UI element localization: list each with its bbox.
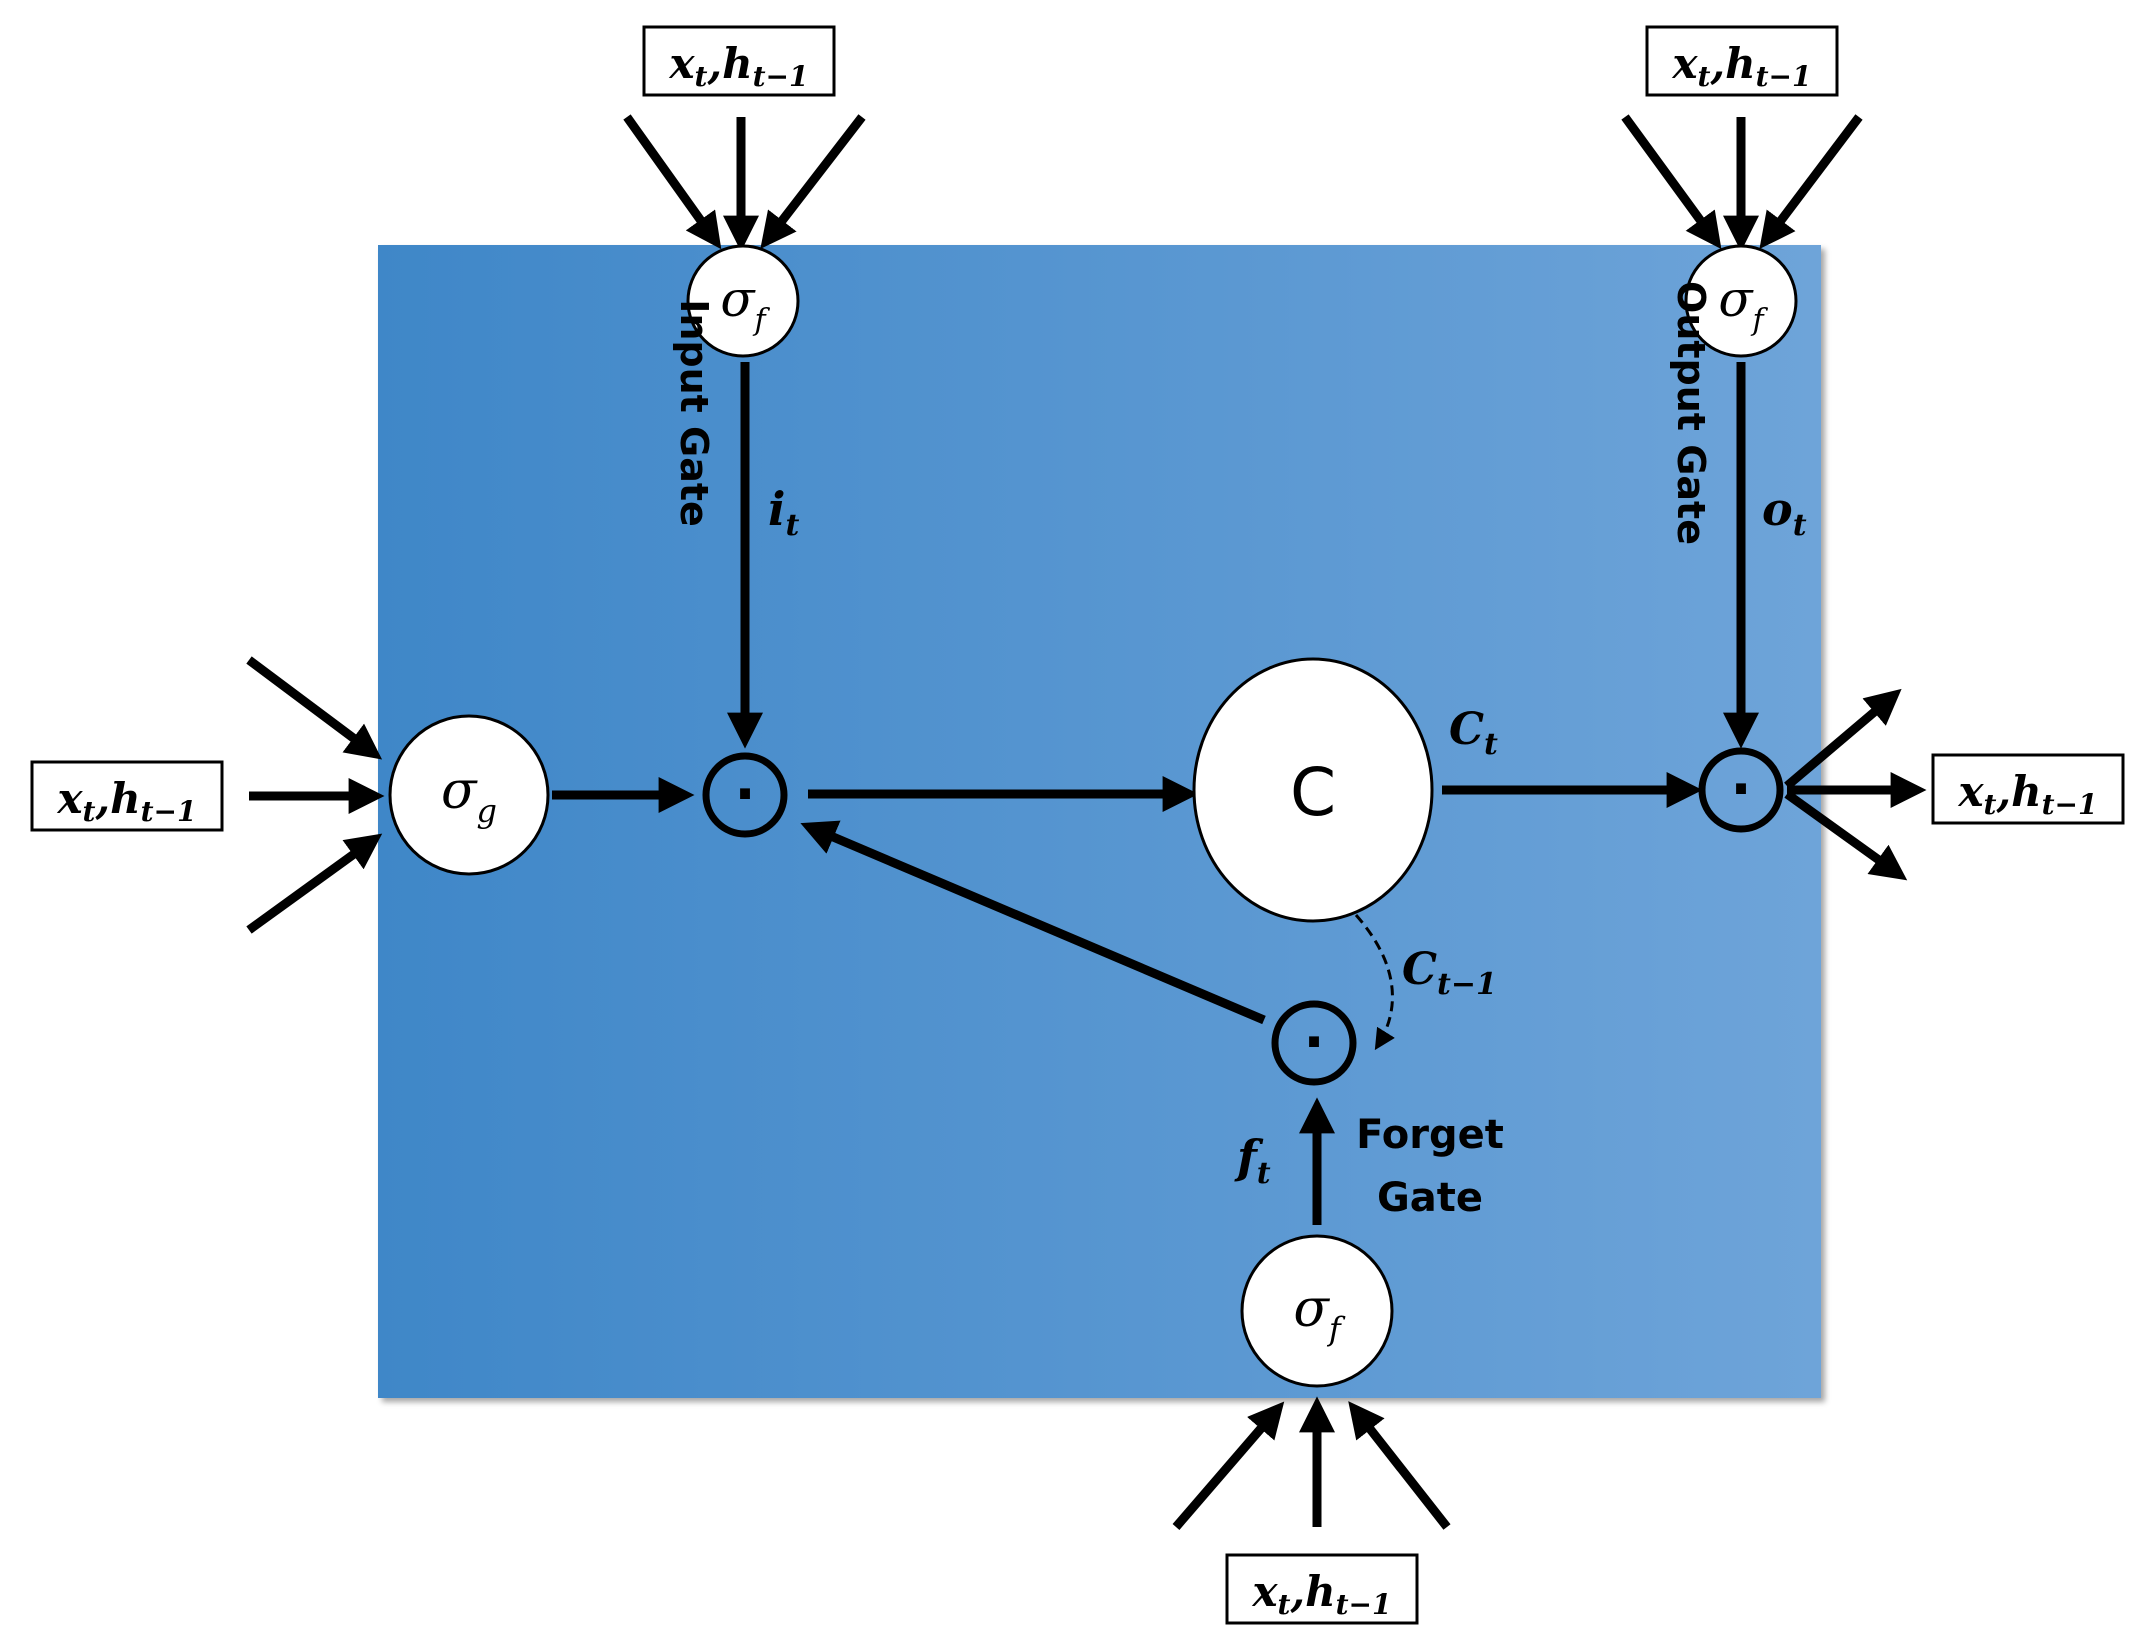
svg-text:C: C (1290, 754, 1336, 831)
svg-text:·: · (1303, 1010, 1324, 1075)
input-box-bottom: xt,ht−1 (1225, 1553, 1419, 1625)
signal-o-t: ot (1762, 482, 1807, 543)
internal-arrows (552, 362, 1759, 1225)
multiply-node-forget: · (1271, 1000, 1357, 1086)
signal-c-t-minus-1: Ct−1 (1402, 944, 1497, 1002)
output-box-right: xt,ht−1 (1931, 753, 2125, 825)
output-arrows-right (1784, 688, 1927, 881)
svg-text:xt,ht−1: xt,ht−1 (1957, 767, 2097, 821)
multiply-node-output: · (1698, 747, 1784, 833)
input-box-left: xt,ht−1 (30, 760, 224, 832)
svg-text:xt,ht−1: xt,ht−1 (56, 774, 196, 828)
input-box-top-right: xt,ht−1 (1645, 25, 1839, 97)
candidate-sigma-node: σg (388, 714, 550, 876)
multiply-node-input: · (702, 752, 788, 838)
svg-text:·: · (1730, 757, 1751, 822)
input-arrows-bottom (1172, 1396, 1451, 1530)
input-box-top-left: xt,ht−1 (642, 25, 836, 97)
lstm-cell-panel (378, 245, 1821, 1398)
input-arrows-top-left (623, 114, 866, 252)
output-gate-sigma-node: σf (1684, 244, 1798, 358)
svg-text:σg: σg (441, 761, 497, 830)
forget-gate-sigma-node: σf (1240, 1234, 1394, 1388)
forget-gate-label-line2: Gate (1377, 1175, 1483, 1221)
cell-state-node: C (1192, 657, 1434, 923)
output-gate-label: Output Gate (1669, 281, 1713, 545)
signal-i-t: it (768, 482, 799, 543)
svg-text:σf: σf (720, 270, 770, 338)
svg-text:xt,ht−1: xt,ht−1 (668, 39, 808, 93)
input-gate-sigma-node: σf (686, 244, 800, 358)
cell-state-recurrent-arrow (1354, 914, 1395, 1051)
input-arrows-top-right (1621, 114, 1863, 252)
input-gate-label: Input Gate (672, 299, 716, 527)
input-arrows-left (246, 656, 385, 934)
svg-text:·: · (734, 762, 755, 827)
svg-text:xt,ht−1: xt,ht−1 (1671, 39, 1811, 93)
forget-gate-label-line1: Forget (1356, 1112, 1504, 1158)
signal-c-t: Ct (1449, 704, 1498, 762)
svg-text:xt,ht−1: xt,ht−1 (1251, 1567, 1391, 1621)
